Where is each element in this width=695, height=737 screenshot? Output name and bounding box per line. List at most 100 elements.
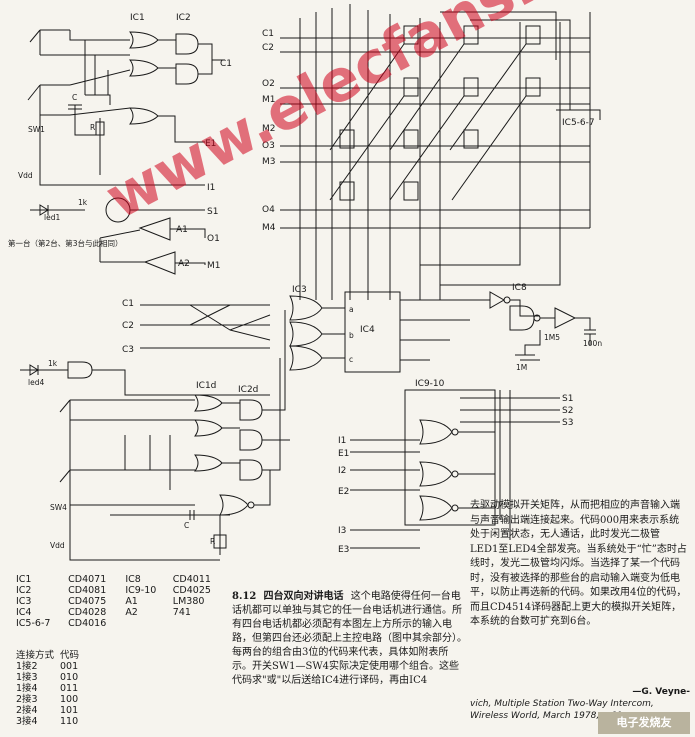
label-ic4: IC4	[360, 325, 375, 335]
code-value: 100	[60, 694, 79, 705]
pin-a: a	[349, 305, 354, 314]
label-m4: M4	[262, 223, 276, 233]
credit: —G. Veyne- vich, Multiple Station Two-Wa…	[470, 686, 690, 722]
label-r-top: R	[90, 123, 95, 132]
label-1m5: 1M5	[544, 333, 560, 342]
figure-title: 四台双向对讲电话	[263, 591, 344, 602]
parts-cell: A1	[125, 596, 138, 607]
label-m2: M2	[262, 124, 276, 134]
parts-cell: IC5-6-7	[16, 618, 51, 629]
parts-cell: A2	[125, 607, 138, 618]
codes-header-mode: 连接方式	[16, 650, 55, 661]
label-e1-left: E1	[205, 139, 216, 149]
label-s1-left: S1	[207, 207, 218, 217]
label-vdd-bottom: Vdd	[50, 541, 65, 550]
station-note: 第一台（第2台、第3台与此相同）	[8, 238, 123, 248]
label-ic567: IC5-6-7	[562, 118, 595, 128]
code-mode: 2接3	[16, 694, 38, 705]
label-100n: 100n	[583, 339, 602, 348]
code-value: 001	[60, 661, 79, 672]
code-mode: 1接4	[16, 683, 38, 694]
label-c1: C1	[262, 29, 274, 39]
label-i1: I1	[338, 436, 346, 446]
code-value: 101	[60, 705, 79, 716]
code-mode: 3接4	[16, 716, 38, 727]
label-1k-top: 1k	[78, 198, 88, 207]
parts-cell: 741	[172, 607, 191, 618]
label-led1: led1	[44, 213, 60, 222]
code-mode: 1接3	[16, 672, 38, 683]
parts-cell: CD4011	[172, 574, 211, 585]
label-m3: M3	[262, 157, 276, 167]
label-ic2: IC2	[176, 13, 191, 23]
analog-switch-array	[339, 25, 541, 201]
parts-cell: IC4	[16, 607, 32, 618]
label-c1-left: C1	[220, 59, 232, 69]
label-ic910: IC9-10	[415, 379, 445, 389]
label-a1: A1	[176, 225, 188, 235]
code-row: 1接3 010	[16, 672, 85, 683]
label-ic1: IC1	[130, 13, 145, 23]
code-row: 3接4 110	[16, 716, 85, 727]
schematic-labels: IC1 IC2 C1 E1 I1 S1 O1 M1 A1 A2 SW1 Vdd …	[8, 13, 602, 555]
code-row: 2接4 101	[16, 705, 85, 716]
label-m1: M1	[262, 95, 276, 105]
label-1m: 1M	[516, 363, 527, 372]
label-e1: E1	[338, 449, 349, 459]
label-ic8: IC8	[512, 283, 527, 293]
label-c2: C2	[262, 43, 274, 53]
parts-row: IC1 CD4071 IC8 CD4011	[14, 574, 228, 585]
parts-cell: IC2	[16, 585, 32, 596]
parts-cell: IC1	[16, 574, 32, 585]
pin-b: b	[349, 331, 354, 340]
label-s2: S2	[562, 406, 573, 416]
parts-cell: IC8	[125, 574, 141, 585]
figure-number: 8.12	[232, 591, 257, 602]
parts-cell	[123, 618, 170, 629]
description-text: 去驱动模拟开关矩阵，从而把相应的声音输入端与声音输出端连接起来。代码000用来表…	[470, 500, 687, 627]
label-ic3: IC3	[292, 285, 307, 295]
parts-cell: CD4025	[172, 585, 211, 596]
label-c-bottom: C	[184, 521, 189, 530]
label-o1: O1	[207, 234, 220, 244]
credit-text: vich, Multiple Station Two-Way Intercom,…	[470, 699, 654, 721]
label-sw1: SW1	[28, 125, 45, 134]
parts-cell	[171, 618, 228, 629]
caption-body: 这个电路使得任何一台电话机都可以单独与其它的任一台电话机进行通信。所有四台电话机…	[232, 591, 467, 686]
parts-cell: CD4075	[68, 596, 107, 607]
label-sw4: SW4	[50, 503, 67, 512]
label-c-top: C	[72, 93, 77, 102]
figure-caption: 8.12 四台双向对讲电话 这个电路使得任何一台电话机都可以单独与其它的任一台电…	[232, 590, 467, 688]
label-m1-left: M1	[207, 261, 221, 271]
label-s1: S1	[562, 394, 573, 404]
code-row: 2接3 100	[16, 694, 85, 705]
code-value: 011	[60, 683, 79, 694]
wiring	[20, 4, 601, 561]
label-led4: led4	[28, 378, 44, 387]
label-1k-bottom: 1k	[48, 359, 58, 368]
label-o2: O2	[262, 79, 275, 89]
parts-cell: CD4071	[68, 574, 107, 585]
parts-cell: CD4016	[68, 618, 107, 629]
label-c1-in: C1	[122, 299, 134, 309]
code-mode: 2接4	[16, 705, 38, 716]
label-i2: I2	[338, 466, 346, 476]
watermark: www.elecfans.com	[95, 0, 665, 232]
parts-cell: IC3	[16, 596, 32, 607]
credit-author: —G. Veyne-	[632, 687, 690, 697]
pin-c: c	[349, 355, 353, 364]
code-value: 010	[60, 672, 79, 683]
parts-row: IC5-6-7 CD4016	[14, 618, 228, 629]
label-c2-in: C2	[122, 321, 134, 331]
label-r-bottom: R	[210, 537, 215, 546]
code-value: 110	[60, 716, 79, 727]
label-c3-in: C3	[122, 345, 134, 355]
code-row: 1接4 011	[16, 683, 85, 694]
parts-cell: CD4081	[68, 585, 107, 596]
